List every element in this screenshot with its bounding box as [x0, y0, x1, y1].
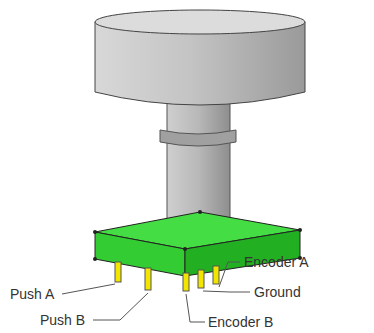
pin-label: Encoder A: [244, 254, 309, 270]
pin-label: Ground: [254, 284, 301, 300]
pin-label: Encoder B: [208, 314, 273, 330]
pin-label: Push A: [10, 286, 54, 302]
pin-label: Push B: [40, 312, 85, 328]
